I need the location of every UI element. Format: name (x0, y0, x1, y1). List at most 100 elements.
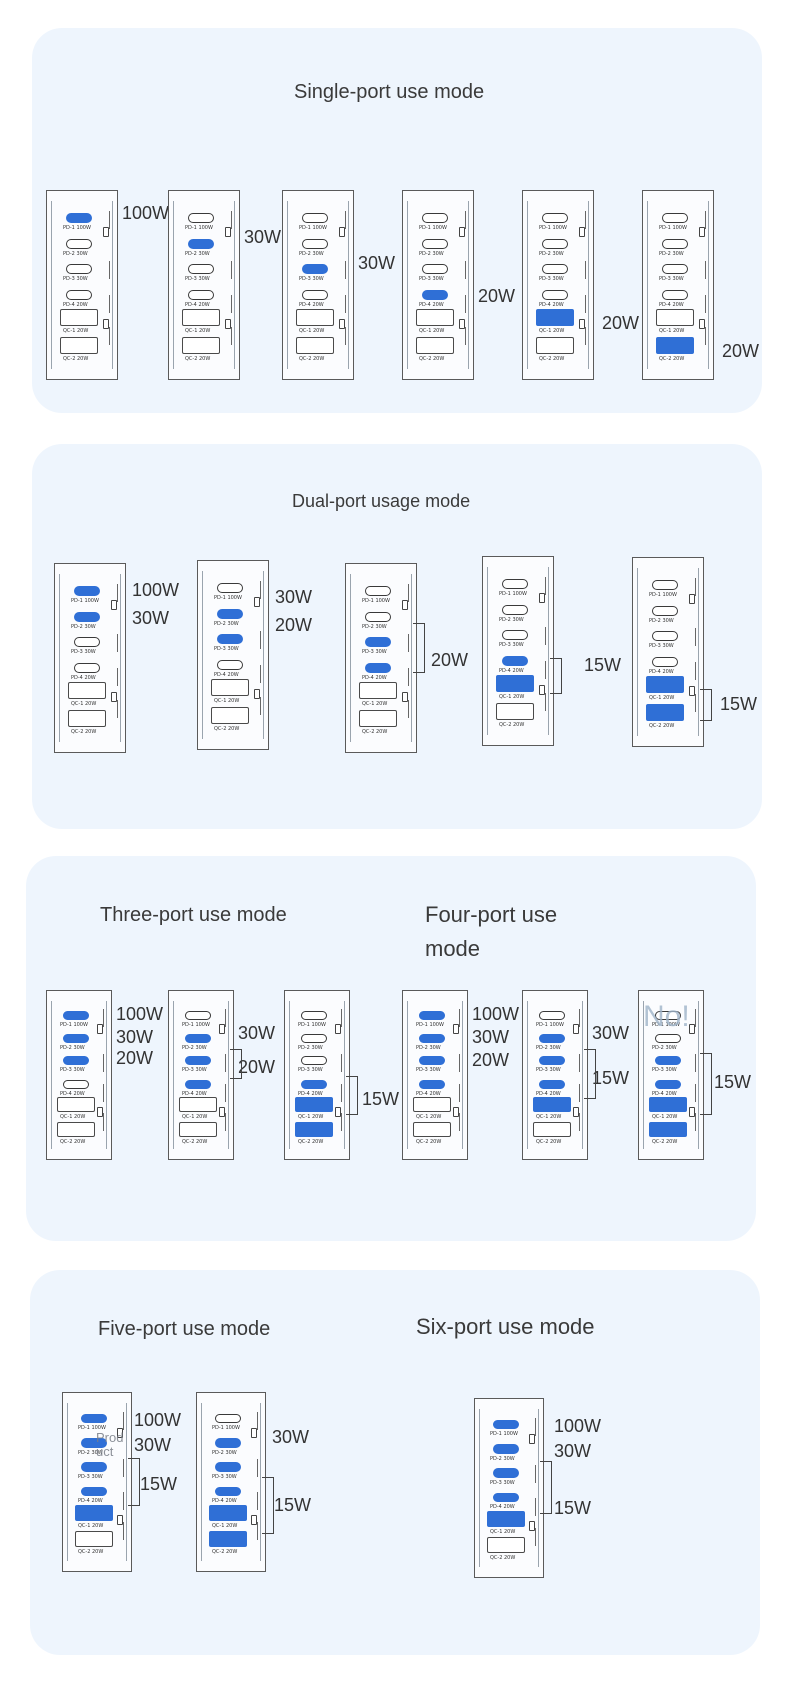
power-output-label: 30W (472, 1026, 510, 1047)
usb-c-port-1 (493, 1419, 519, 1430)
usb-c-port-3 (215, 1462, 241, 1472)
divider-tick (341, 1053, 342, 1072)
divider-tick (231, 295, 232, 313)
charger-body (479, 1409, 539, 1567)
divider-tick (103, 1008, 104, 1027)
power-output-label: 15W (592, 1067, 630, 1088)
usb-c-port-3 (74, 637, 100, 647)
divider-tick (231, 261, 232, 279)
divider-tick (585, 295, 586, 313)
led-indicator-1 (117, 1427, 123, 1438)
port-label: QC-1 20W (652, 1113, 678, 1120)
charger-body (201, 1403, 261, 1561)
divider-tick (535, 1465, 536, 1484)
led-indicator-1 (699, 227, 705, 237)
single-port-title: Single-port use mode (294, 81, 485, 103)
port-label: QC-2 20W (652, 1138, 678, 1145)
usb-c-port-1 (419, 1010, 445, 1020)
divider-tick (117, 668, 118, 686)
divider-tick (345, 327, 346, 345)
port-label: QC-2 20W (536, 1138, 562, 1145)
port-label: PD-1 100W (490, 1431, 518, 1438)
usb-a-port-2 (68, 710, 106, 727)
usb-a-port-2 (209, 1531, 247, 1548)
led-indicator-1 (339, 227, 345, 237)
led-indicator-2 (402, 692, 408, 702)
port-label: PD-2 30W (298, 1044, 323, 1051)
port-label: PD-4 20W (60, 1090, 85, 1097)
port-label: PD-2 30W (185, 251, 210, 257)
port-label: QC-2 20W (649, 723, 675, 729)
divider-tick (123, 1521, 124, 1540)
usb-c-port-4 (81, 1486, 107, 1497)
port-label: QC-1 20W (182, 1113, 208, 1120)
charger-body (173, 201, 235, 369)
divider-tick (103, 1112, 104, 1131)
power-output-label: 15W (140, 1474, 178, 1495)
product-overlay-text-1: Prod (96, 1430, 124, 1445)
usb-a-port-2 (57, 1121, 95, 1137)
port-label: QC-2 20W (214, 726, 240, 732)
divider-tick (231, 211, 232, 229)
divider-tick (535, 1417, 536, 1436)
power-output-label: 100W (122, 203, 170, 223)
usb-a-port-2 (533, 1121, 571, 1137)
led-indicator-2 (339, 319, 345, 329)
usb-a-port-1 (182, 309, 220, 326)
divider-tick (705, 211, 706, 229)
port-label: PD-1 100W (214, 595, 242, 601)
usb-a-port-1 (211, 679, 249, 696)
divider-tick (225, 1053, 226, 1072)
usb-a-port-1 (496, 675, 534, 692)
port-label: PD-3 30W (299, 276, 324, 282)
divider-tick (117, 584, 118, 602)
five-six-port-panel (30, 1270, 760, 1655)
divider-tick (257, 1459, 258, 1478)
usb-a-port-2 (649, 1121, 687, 1137)
usb-a-port-1 (57, 1096, 95, 1112)
led-indicator-1 (225, 227, 231, 237)
charger-body (59, 574, 121, 742)
usb-c-port-4 (493, 1492, 519, 1503)
power-output-label: 20W (431, 650, 469, 670)
port-label: QC-2 20W (212, 1549, 238, 1556)
charger-body (643, 1001, 699, 1149)
port-label: QC-2 20W (419, 356, 445, 362)
port-label: QC-1 20W (71, 701, 97, 707)
port-label: QC-2 20W (659, 356, 685, 362)
shared-power-bracket (128, 1458, 140, 1506)
usb-c-port-4 (74, 663, 100, 673)
divider-tick (408, 668, 409, 686)
divider-tick (579, 1053, 580, 1072)
port-label: PD-2 30W (78, 1449, 103, 1456)
port-label: QC-1 20W (490, 1528, 516, 1535)
port-label: QC-2 20W (63, 356, 89, 362)
power-output-label: 100W (554, 1416, 602, 1437)
divider-tick (545, 693, 546, 711)
power-output-label: 20W (602, 313, 640, 333)
usb-c-port-3 (365, 637, 391, 647)
usb-c-port-2 (655, 1033, 681, 1043)
port-label: PD-1 100W (536, 1021, 564, 1028)
port-label: PD-1 100W (652, 1021, 680, 1028)
led-indicator-2 (529, 1520, 535, 1531)
port-label: PD-1 100W (185, 225, 213, 231)
three-port-title: Three-port use mode (100, 904, 287, 926)
usb-a-port-2 (179, 1121, 217, 1137)
led-indicator-2 (573, 1106, 579, 1117)
port-label: QC-1 20W (78, 1522, 104, 1529)
power-output-label: 20W (472, 1050, 510, 1071)
usb-c-port-2 (652, 606, 678, 616)
port-label: PD-3 30W (60, 1067, 85, 1074)
single-port-panel (32, 28, 762, 413)
charger-body (173, 1001, 229, 1149)
port-label: PD-4 20W (185, 302, 210, 308)
usb-a-port-2 (646, 704, 684, 721)
port-label: PD-1 100W (298, 1021, 326, 1028)
